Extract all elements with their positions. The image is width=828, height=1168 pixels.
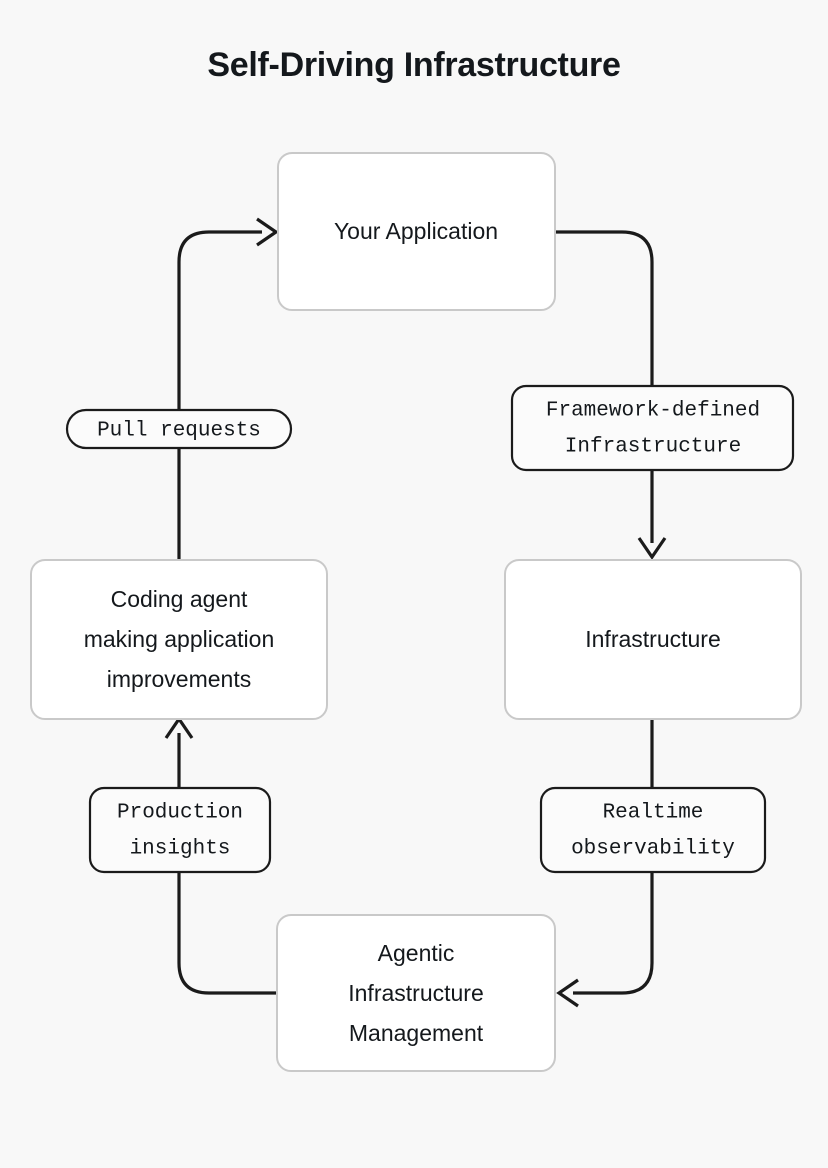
node-coding-agent[interactable]: Coding agent making application improvem… — [30, 559, 328, 720]
node-your-application[interactable]: Your Application — [277, 152, 556, 311]
edge-label-pull-requests-text: Pull requests — [97, 420, 261, 443]
edge-app-to-infra — [555, 230, 667, 560]
node-infrastructure-label: Infrastructure — [585, 626, 721, 652]
edge-coder-to-app-arrowhead — [256, 217, 279, 247]
node-agentic-infrastructure-management-box[interactable] — [276, 914, 556, 1072]
edge-label-framework-line-2: Infrastructure — [565, 436, 741, 459]
node-infrastructure[interactable]: Infrastructure — [504, 559, 802, 720]
edge-label-realtime-line-1: Realtime — [603, 802, 704, 825]
edge-infra-to-agent-arrowhead — [556, 978, 579, 1008]
node-coding-agent-line-1: Coding agent — [111, 586, 248, 612]
edge-label-production-box — [88, 786, 272, 874]
edge-label-production-line-2: insights — [130, 838, 231, 861]
node-agentic-line-1: Agentic — [378, 940, 455, 966]
edge-label-production-line-1: Production — [117, 802, 243, 825]
edge-coder-to-app — [177, 217, 279, 560]
edge-label-framework-defined-infrastructure: Framework-defined Infrastructure — [510, 384, 795, 472]
edge-coder-to-app-line — [177, 230, 262, 560]
page-title: Self-Driving Infrastructure — [207, 46, 621, 84]
edge-label-realtime-line-2: observability — [571, 838, 735, 861]
edge-infra-to-agent — [556, 719, 654, 1008]
edge-label-realtime-observability: Realtime observability — [539, 786, 767, 874]
node-your-application-box[interactable] — [277, 152, 556, 311]
node-agentic-infrastructure-management[interactable]: Agentic Infrastructure Management — [276, 914, 556, 1072]
node-coding-agent-box[interactable] — [30, 559, 328, 720]
edge-label-pull-requests: Pull requests — [65, 408, 293, 450]
edge-label-realtime-box — [539, 786, 767, 874]
edge-infra-to-agent-line — [573, 719, 654, 995]
node-your-application-label: Your Application — [334, 218, 498, 244]
node-infrastructure-box[interactable] — [504, 559, 802, 720]
edge-label-framework-box — [510, 384, 795, 472]
edge-agent-to-coder-line — [177, 733, 279, 995]
node-agentic-line-2: Infrastructure — [348, 980, 484, 1006]
edge-label-framework-line-1: Framework-defined — [546, 400, 760, 423]
edge-app-to-infra-arrowhead — [637, 537, 667, 560]
node-coding-agent-line-3: improvements — [107, 666, 251, 692]
edge-app-to-infra-line — [555, 230, 654, 543]
edge-label-pull-requests-box — [65, 408, 293, 450]
edge-label-production-insights: Production insights — [88, 786, 272, 874]
node-agentic-line-3: Management — [349, 1020, 484, 1046]
node-coding-agent-line-2: making application — [84, 626, 275, 652]
